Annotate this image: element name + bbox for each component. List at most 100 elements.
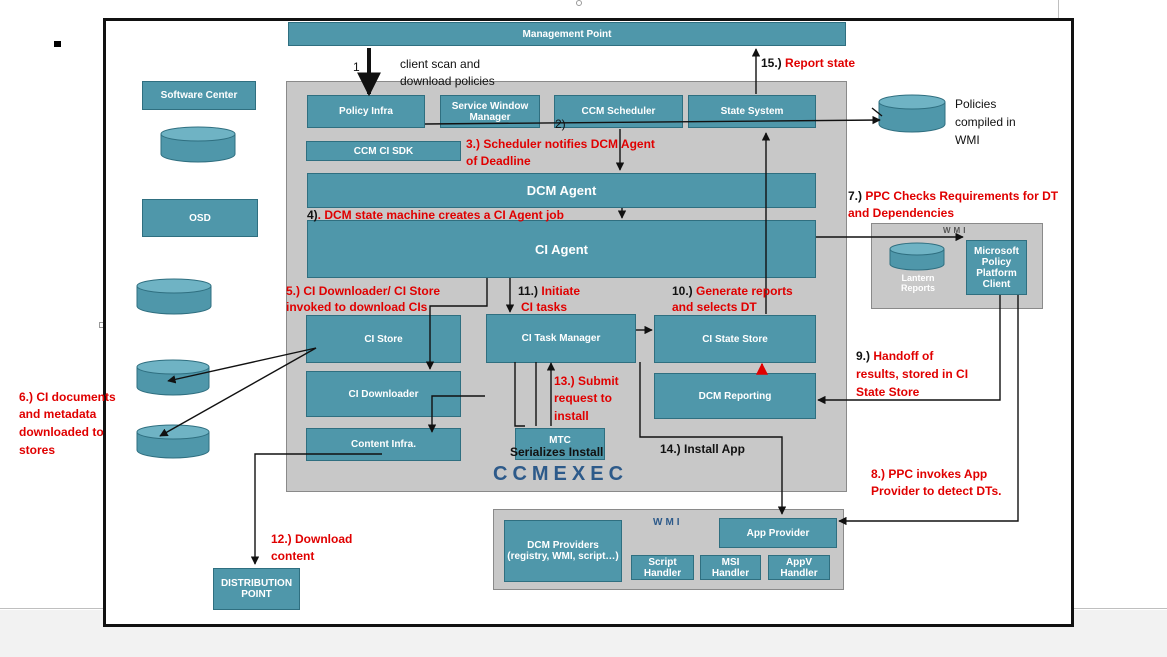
policy-infra-label: Policy Infra [339,106,393,117]
ci-store-label: CI Store [364,333,403,345]
ci-state-store-box[interactable]: CI State Store [654,315,816,363]
step11-text-1: Initiate [541,284,581,298]
step13-line2: request to [554,391,613,405]
ccm-scheduler-label: CCM Scheduler [581,106,656,117]
ci-agent-label: CI Agent [535,241,588,257]
management-point-label: Management Point [522,28,612,40]
policies-line3: WMI [955,133,980,147]
dcm-providers-box[interactable]: DCM Providers (registry, WMI, script…) [504,520,622,582]
step5-number: 5.) [286,284,301,298]
step11-number: 11.) [518,284,539,298]
policies-line2: compiled in [955,115,1016,129]
step4-text: . DCM state machine creates a CI Agent j… [317,208,564,222]
step11-line2: CI tasks [521,300,568,314]
step9-line3: State Store [856,385,920,399]
step5-line1: 5.) CI Downloader/ CI Store [286,284,440,299]
step4-line: 4). DCM state machine creates a CI Agent… [307,208,564,223]
step9-number: 9.) [856,349,871,363]
microsoft-ppc-box[interactable]: Microsoft Policy Platform Client [966,240,1027,295]
step7-line1: 7.) PPC Checks Requirements for DT [848,189,1058,204]
distribution-point-label: DISTRIBUTION POINT [220,578,293,600]
software-center-box[interactable]: Software Center [142,81,256,110]
appv-handler-label: AppV Handler [780,556,818,579]
step8-line2: Provider to detect DTs. [871,484,1002,498]
step12-line1: 12.) Download [271,532,353,546]
step6-line4: stores [19,443,56,457]
step15-text: Report state [785,56,856,70]
database-cylinder-1-icon [160,126,236,163]
dcm-reporting-box[interactable]: DCM Reporting [654,373,816,419]
step15-number: 15.) [761,56,782,70]
content-infra-label: Content Infra. [351,439,416,450]
step12-line2: content [271,549,315,563]
ci-state-store-label: CI State Store [702,333,768,345]
step5-text-1: CI Downloader/ CI Store [303,284,441,298]
app-provider-box[interactable]: App Provider [719,518,837,548]
policies-database-icon [878,94,946,133]
database-cylinder-2-icon [136,278,212,315]
step9-text-1: Handoff of [873,349,934,363]
ci-downloader-label: CI Downloader [348,388,419,400]
lantern-database-icon [889,242,945,271]
dcm-providers-label: DCM Providers (registry, WMI, script…) [507,540,619,562]
step13-line1: 13.) Submit [554,374,619,388]
rotate-handle-icon[interactable] [576,0,582,6]
step6-line3: downloaded to [19,425,104,439]
policies-line1: Policies [955,97,997,111]
bullet-marker [54,41,61,47]
msi-handler-label: MSI Handler [711,556,750,579]
appv-handler-box[interactable]: AppV Handler [768,555,830,580]
script-handler-box[interactable]: Script Handler [631,555,694,580]
mtc-label: MTC [549,435,571,446]
step6-line2: and metadata [19,407,97,421]
state-system-box[interactable]: State System [688,95,816,128]
wmi-small-title: WMI [943,226,969,235]
step8-line1: 8.) PPC invokes App [871,467,988,481]
step1-text-line2: download policies [400,74,495,88]
step10-line1: 10.) Generate reports [672,284,793,299]
mtc-box[interactable]: MTC [515,428,605,460]
step7-line2: and Dependencies [848,206,955,220]
ccm-ci-sdk-box[interactable]: CCM CI SDK [306,141,461,161]
step7-number: 7.) [848,189,863,203]
osd-box[interactable]: OSD [142,199,258,237]
step9-line1: 9.) Handoff of [856,349,933,364]
step5-line2: invoked to download CIs [286,300,428,314]
ccmexec-title: CCMEXEC [493,463,629,485]
distribution-point-box[interactable]: DISTRIBUTION POINT [213,568,300,610]
step4-number: 4) [307,208,318,222]
ci-agent-box[interactable]: CI Agent [307,220,816,278]
msi-handler-box[interactable]: MSI Handler [700,555,761,580]
step15-line: 15.) Report state [761,56,855,71]
database-cylinder-4-icon [136,424,210,459]
step2-number: 2) [555,117,566,131]
lantern-reports-label: Lantern Reports [900,273,935,293]
ci-task-manager-box[interactable]: CI Task Manager [486,314,636,363]
step3-line1: 3.) Scheduler notifies DCM Agent [466,137,655,151]
service-window-manager-label: Service Window Manager [451,100,529,123]
software-center-label: Software Center [160,90,238,101]
step1-text-line1: client scan and [400,57,481,71]
microsoft-ppc-label: Microsoft Policy Platform Client [974,245,1019,290]
ccm-ci-sdk-label: CCM CI SDK [353,145,414,157]
step10-number: 10.) [672,284,693,298]
ci-downloader-box[interactable]: CI Downloader [306,371,461,417]
app-provider-label: App Provider [746,527,810,539]
step1-number: 1 [353,60,360,74]
dcm-agent-label: DCM Agent [526,183,597,198]
step9-line2: results, stored in CI [856,367,969,381]
step10-text-1: Generate reports [696,284,793,298]
step3-line2: of Deadline [466,154,531,168]
step14-label: 14.) Install App [660,442,745,456]
script-handler-label: Script Handler [643,556,682,579]
wmi-bottom-title: WMI [653,517,683,528]
ci-store-box[interactable]: CI Store [306,315,461,363]
step11-line1: 11.) Initiate [518,284,580,299]
content-infra-box[interactable]: Content Infra. [306,428,461,461]
step6-line1: 6.) CI documents [19,390,116,404]
step10-line2: and selects DT [672,300,757,314]
management-point-box[interactable]: Management Point [288,22,846,46]
ci-task-manager-label: CI Task Manager [521,333,601,344]
state-system-label: State System [720,106,784,117]
dcm-agent-box[interactable]: DCM Agent [307,173,816,208]
